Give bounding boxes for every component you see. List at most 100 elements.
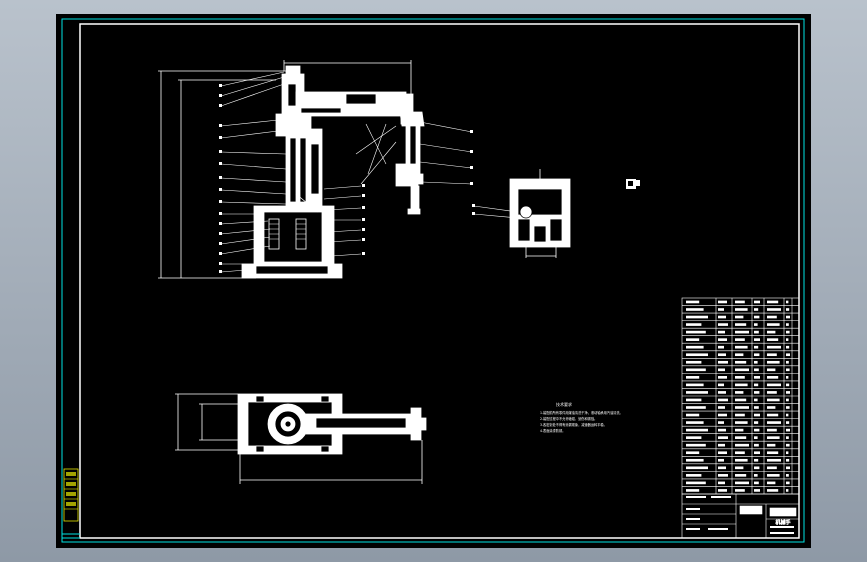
parts-list-cell-text <box>718 308 724 311</box>
parts-list-cell-text <box>686 300 700 304</box>
parts-list-cell-text <box>786 443 790 447</box>
parts-list-cell-text <box>767 489 779 492</box>
parts-list-cell-text <box>735 436 747 439</box>
parts-list-cell-text <box>718 466 726 470</box>
parts-list-cell-text <box>718 383 724 387</box>
parts-list-cell-text <box>718 323 728 326</box>
parts-list-cell-text <box>767 330 776 334</box>
parts-list-cell-text <box>686 406 706 409</box>
parts-list-cell-text <box>686 345 704 349</box>
parts-list-cell-text <box>735 466 744 470</box>
parts-list-cell-text <box>754 406 759 409</box>
parts-list-cell-text <box>686 353 708 357</box>
parts-list-cell-text <box>767 376 779 379</box>
parts-list-cell-text <box>735 451 745 455</box>
parts-list-cell-text <box>735 489 745 492</box>
parts-list-cell-text <box>767 383 781 387</box>
parts-list-cell-text <box>767 360 780 364</box>
parts-list-cell-text <box>754 413 760 417</box>
parts-list-cell-text <box>767 398 780 402</box>
title-block: 机械手 <box>681 493 800 539</box>
parts-list-cell-text <box>754 360 758 364</box>
parts-list-cell-text <box>735 443 749 447</box>
technical-requirements: 技术要求 1.装配前所有零件用煤油清洗干净，滚动轴承用汽油清洗。 2.装配过程中… <box>540 401 623 433</box>
parts-list-cell-text <box>735 391 744 394</box>
parts-list-cell-text <box>786 436 789 439</box>
parts-list-cell-text <box>718 421 724 424</box>
parts-list-cell-text <box>718 391 726 394</box>
parts-list-cell-text <box>786 330 790 334</box>
parts-list-cell-text <box>786 481 790 485</box>
parts-list-cell-text <box>786 474 789 477</box>
parts-list <box>681 297 800 495</box>
parts-list-cell-text <box>718 338 727 341</box>
parts-list-cell-text <box>786 421 790 424</box>
parts-list-cell-text <box>786 315 790 319</box>
parts-list-cell-text <box>754 376 760 379</box>
parts-list-cell-text <box>786 308 790 311</box>
parts-list-cell-text <box>767 368 776 372</box>
parts-list-cell-text <box>754 421 759 424</box>
parts-list-cell-text <box>718 353 726 357</box>
parts-list-cell-text <box>735 368 749 372</box>
parts-list-cell-text <box>754 308 759 311</box>
parts-list-cell-text <box>754 443 759 447</box>
parts-list-cell-text <box>786 368 790 372</box>
parts-list-cell-text <box>767 315 777 319</box>
parts-list-cell-text <box>686 383 704 387</box>
tech-req-line: 3.各密封处不得有渗漏现象，减速器运转平稳。 <box>540 422 607 427</box>
parts-list-cell-text <box>718 368 725 372</box>
parts-list-cell-text <box>767 308 781 311</box>
title-block-name: 机械手 <box>775 519 790 526</box>
parts-list-cell-text <box>686 474 702 477</box>
parts-list-cell-text <box>686 421 704 424</box>
parts-list-cell-text <box>735 474 747 477</box>
parts-list-cell-text <box>786 489 789 492</box>
front-view <box>158 60 473 279</box>
parts-list-cell-text <box>786 300 789 304</box>
parts-list-cell-text <box>767 300 779 304</box>
parts-list-cell-text <box>735 300 745 304</box>
parts-list-cell-text <box>767 451 779 455</box>
parts-list-cell-text <box>786 451 789 455</box>
parts-list-cell-text <box>735 383 748 387</box>
parts-list-cell-text <box>718 443 725 447</box>
parts-list-cell-text <box>754 458 759 462</box>
parts-list-cell-text <box>686 391 708 394</box>
parts-list-cell-text <box>754 338 760 341</box>
parts-list-cell-text <box>718 315 726 319</box>
parts-list-cell-text <box>735 338 745 341</box>
parts-list-cell-text <box>686 368 706 372</box>
parts-list-cell-text <box>735 421 748 424</box>
parts-list-cell-text <box>735 406 749 409</box>
parts-list-cell-text <box>686 413 700 417</box>
parts-list-cell-text <box>735 345 748 349</box>
parts-list-cell-text <box>786 383 790 387</box>
parts-list-cell-text <box>786 338 789 341</box>
parts-list-cell-text <box>735 428 744 432</box>
parts-list-cell-text <box>754 428 760 432</box>
parts-list-cell-text <box>786 376 789 379</box>
parts-list-cell-text <box>686 489 700 492</box>
parts-list-cell-text <box>767 481 776 485</box>
parts-list-cell-text <box>718 413 727 417</box>
parts-list-cell-text <box>718 458 724 462</box>
parts-list-cell-text <box>786 398 789 402</box>
parts-list-cell-text <box>686 330 706 334</box>
parts-list-cell-text <box>754 436 758 439</box>
parts-list-cell-text <box>718 436 728 439</box>
parts-list-cell-text <box>686 451 700 455</box>
parts-list-cell-text <box>754 474 758 477</box>
parts-list-cell-text <box>754 451 760 455</box>
parts-list-cell-text <box>735 353 744 357</box>
parts-list-cell-text <box>735 481 749 485</box>
tech-req-line: 4.表面涂漆防锈。 <box>540 428 565 433</box>
parts-list-cell-text <box>754 330 759 334</box>
parts-list-cell-text <box>754 353 760 357</box>
parts-list-cell-text <box>786 353 790 357</box>
inner-border <box>79 23 800 539</box>
parts-list-cell-text <box>718 376 727 379</box>
parts-list-cell-text <box>754 368 759 372</box>
parts-list-cell-text <box>718 345 724 349</box>
